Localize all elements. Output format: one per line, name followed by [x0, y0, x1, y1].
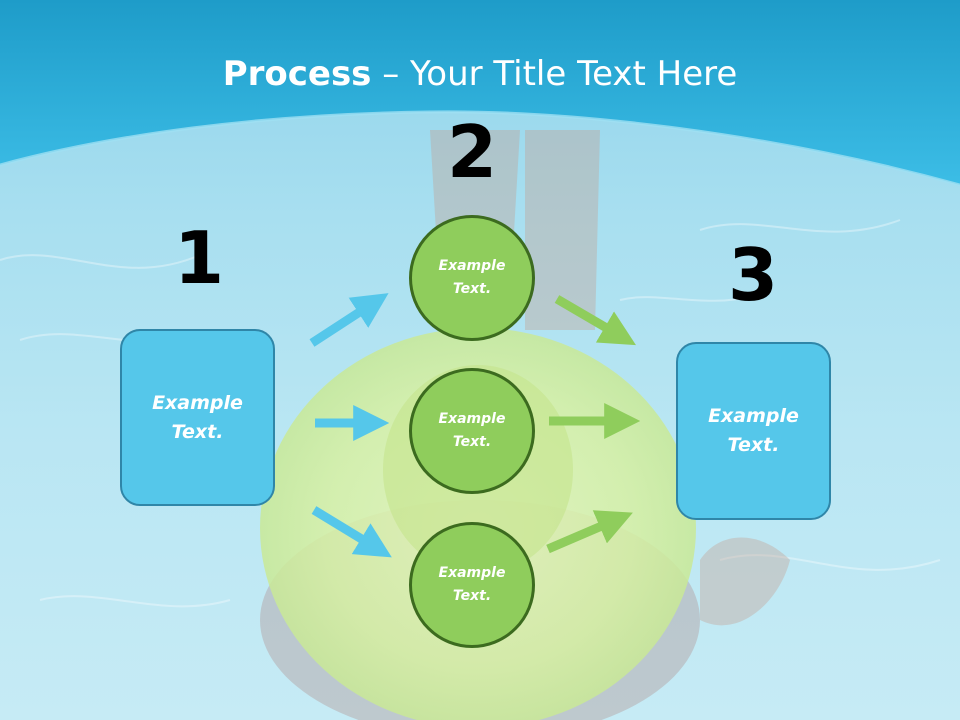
- step-2-number: 2: [446, 110, 498, 194]
- title-bold: Process: [222, 54, 372, 94]
- step-3-box: Example Text.: [676, 342, 831, 520]
- slide-title: Process – Your Title Text Here: [0, 52, 960, 96]
- arrow-2-to-3-top: [554, 295, 636, 346]
- arrow-2-to-3-bottom: [546, 510, 633, 554]
- arrow-1-to-2-top: [309, 293, 389, 347]
- step-1-text: Example Text.: [152, 391, 243, 443]
- step-1-box: Example Text.: [120, 329, 275, 506]
- step-2-text-middle: Example Text.: [438, 411, 506, 450]
- arrow-1-to-2-bottom: [311, 506, 392, 558]
- step-3-number: 3: [727, 233, 779, 317]
- step-2-circle-middle: Example Text.: [409, 368, 535, 494]
- step-2-circle-top: Example Text.: [409, 215, 535, 341]
- step-1-number: 1: [173, 216, 225, 300]
- step-3-text: Example Text.: [708, 405, 799, 456]
- step-2-text-top: Example Text.: [438, 258, 506, 297]
- step-2-circle-bottom: Example Text.: [409, 522, 535, 648]
- title-rest: – Your Title Text Here: [371, 54, 738, 94]
- step-2-text-bottom: Example Text.: [438, 565, 506, 604]
